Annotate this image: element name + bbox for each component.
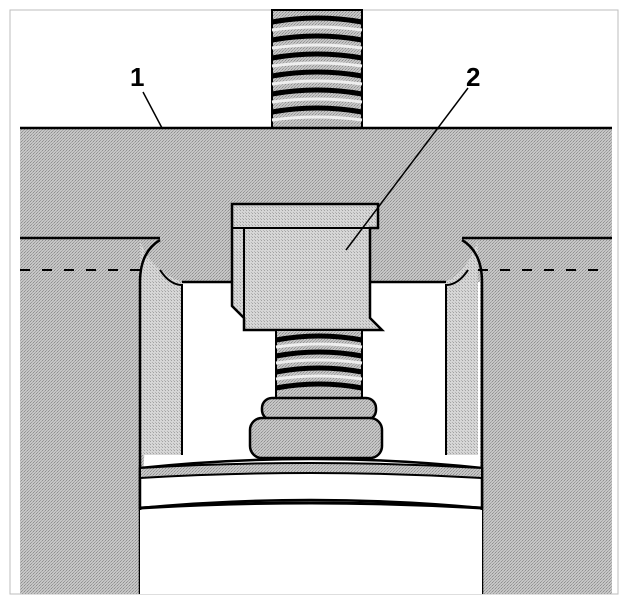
callout-2-label: 2 — [466, 62, 480, 92]
callout-2-leader — [345, 87, 469, 251]
bottom-ring — [138, 457, 484, 594]
threaded-rod-bottom — [275, 329, 363, 401]
adapter-block — [230, 202, 386, 332]
callout-1-leader — [142, 91, 163, 129]
callout-1-label: 1 — [130, 62, 144, 92]
threaded-rod-top — [271, 9, 363, 131]
collar-nut — [248, 396, 384, 460]
